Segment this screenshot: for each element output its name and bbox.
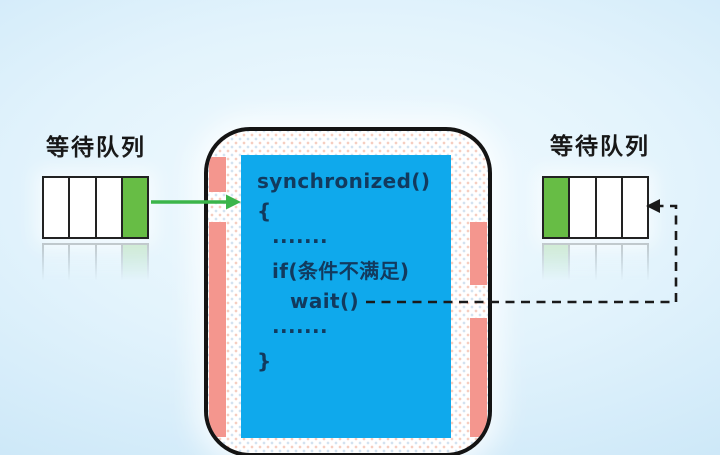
left-wait-queue-reflection — [42, 243, 149, 306]
code-line: ······· — [272, 229, 328, 253]
queue-cell-empty — [570, 245, 597, 304]
code-line: wait() — [290, 289, 360, 313]
code-line: { — [257, 199, 272, 223]
monitor-object-panel: synchronized(){·······if(条件不满足)wait()···… — [204, 127, 492, 455]
queue-cell-empty — [44, 178, 71, 237]
queue-cell-empty — [622, 178, 647, 237]
synchronized-code-block: synchronized(){·······if(条件不满足)wait()···… — [241, 155, 451, 438]
queue-cell-empty — [622, 245, 647, 304]
queue-cell-empty — [44, 245, 71, 304]
queue-cell-empty — [96, 178, 123, 237]
queue-cell-empty — [596, 245, 623, 304]
right-wait-queue-label: 等待队列 — [550, 134, 650, 160]
queue-cell-empty — [70, 178, 97, 237]
monitor-wall-right-bottom — [470, 318, 487, 437]
queue-cell-empty — [596, 178, 623, 237]
queue-cell-empty — [96, 245, 123, 304]
right-wait-queue — [542, 176, 649, 239]
queue-cell-empty — [70, 245, 97, 304]
left-wait-queue-label: 等待队列 — [46, 135, 146, 161]
monitor-wall-right-top — [470, 222, 487, 285]
monitor-wall-left — [209, 222, 226, 437]
code-line: synchronized() — [257, 169, 431, 193]
left-wait-queue — [42, 176, 149, 239]
queue-cell-occupied — [544, 178, 571, 237]
queue-cell-empty — [570, 178, 597, 237]
queue-cell-occupied — [544, 245, 571, 304]
monitor-entry-tab-top-left — [209, 157, 226, 192]
code-line: if(条件不满足) — [272, 259, 410, 283]
right-wait-queue-reflection — [542, 243, 649, 306]
code-line: } — [257, 349, 272, 373]
queue-cell-occupied — [122, 245, 147, 304]
code-line: ······· — [272, 319, 328, 343]
queue-cell-occupied — [122, 178, 147, 237]
